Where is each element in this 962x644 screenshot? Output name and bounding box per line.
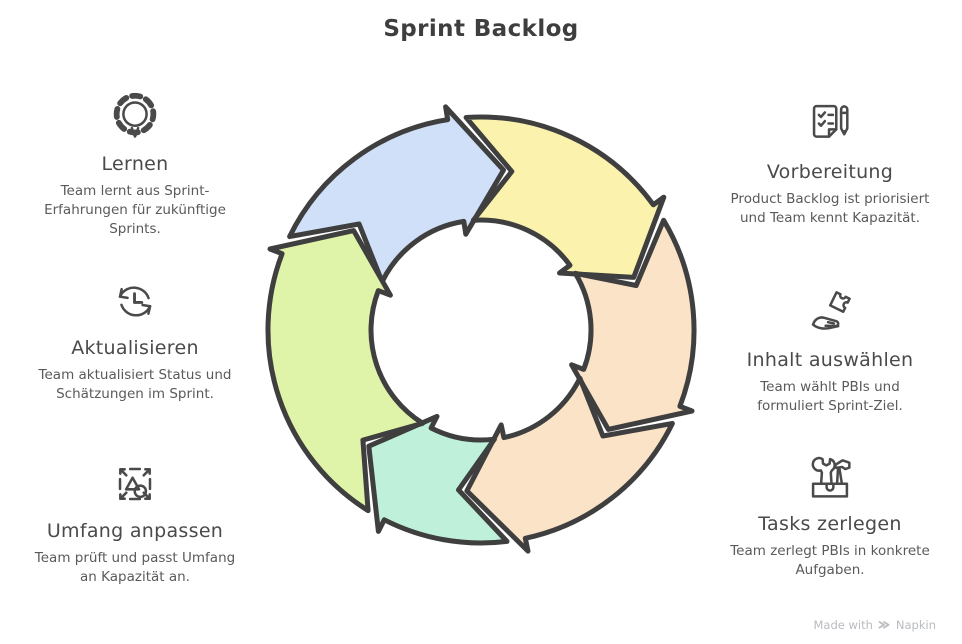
step-inhalt-auswaehlen: Inhalt auswählen Team wählt PBIs und for… bbox=[720, 284, 940, 416]
step-heading: Aktualisieren bbox=[71, 337, 199, 359]
cycle-arrow-peach-lower bbox=[464, 375, 675, 554]
napkin-logo-icon bbox=[878, 621, 890, 629]
step-description: Product Backlog ist priorisiert und Team… bbox=[730, 191, 930, 227]
cycle-svg bbox=[265, 104, 697, 554]
hand-puzzle-icon bbox=[801, 284, 859, 342]
gear-lightbulb-icon bbox=[106, 88, 164, 146]
toolbox-icon bbox=[801, 448, 859, 506]
checklist-pen-icon bbox=[801, 96, 859, 154]
cycle-arrow-peach-upper bbox=[569, 217, 697, 432]
step-heading: Lernen bbox=[101, 153, 169, 175]
step-heading: Vorbereitung bbox=[766, 161, 894, 183]
page-title: Sprint Backlog bbox=[383, 16, 579, 42]
step-description: Team prüft und passt Umfang an Kapazität… bbox=[34, 550, 236, 586]
step-heading: Tasks zerlegen bbox=[758, 513, 902, 535]
step-aktualisieren: Aktualisieren Team aktualisiert Status u… bbox=[25, 272, 245, 404]
cycle-arrow-blue bbox=[287, 104, 506, 285]
cycle-arrow-green bbox=[265, 228, 426, 514]
watermark-brand: Napkin bbox=[895, 618, 936, 632]
cycle-arrow-mint bbox=[366, 413, 510, 546]
step-description: Team aktualisiert Status und Schätzungen… bbox=[38, 367, 232, 403]
cycle-arrow-yellow bbox=[463, 114, 667, 280]
step-description: Team wählt PBIs und formuliert Sprint-Zi… bbox=[757, 379, 903, 415]
resize-shapes-icon bbox=[106, 455, 164, 513]
watermark: Made with Napkin bbox=[814, 618, 937, 632]
step-vorbereitung: Vorbereitung Product Backlog ist prioris… bbox=[720, 96, 940, 228]
step-heading: Umfang anpassen bbox=[46, 520, 224, 542]
step-description: Team zerlegt PBIs in konkrete Aufgaben. bbox=[730, 543, 930, 579]
step-lernen: Lernen Team lernt aus Sprint-Erfahrungen… bbox=[25, 88, 245, 239]
cycle-diagram bbox=[241, 80, 721, 580]
refresh-clock-icon bbox=[106, 272, 164, 330]
step-umfang-anpassen: Umfang anpassen Team prüft und passt Umf… bbox=[25, 455, 245, 587]
watermark-prefix: Made with bbox=[813, 618, 873, 632]
step-description: Team lernt aus Sprint-Erfahrungen für zu… bbox=[44, 183, 226, 238]
step-heading: Inhalt auswählen bbox=[746, 349, 914, 371]
step-tasks-zerlegen: Tasks zerlegen Team zerlegt PBIs in konk… bbox=[720, 448, 940, 580]
